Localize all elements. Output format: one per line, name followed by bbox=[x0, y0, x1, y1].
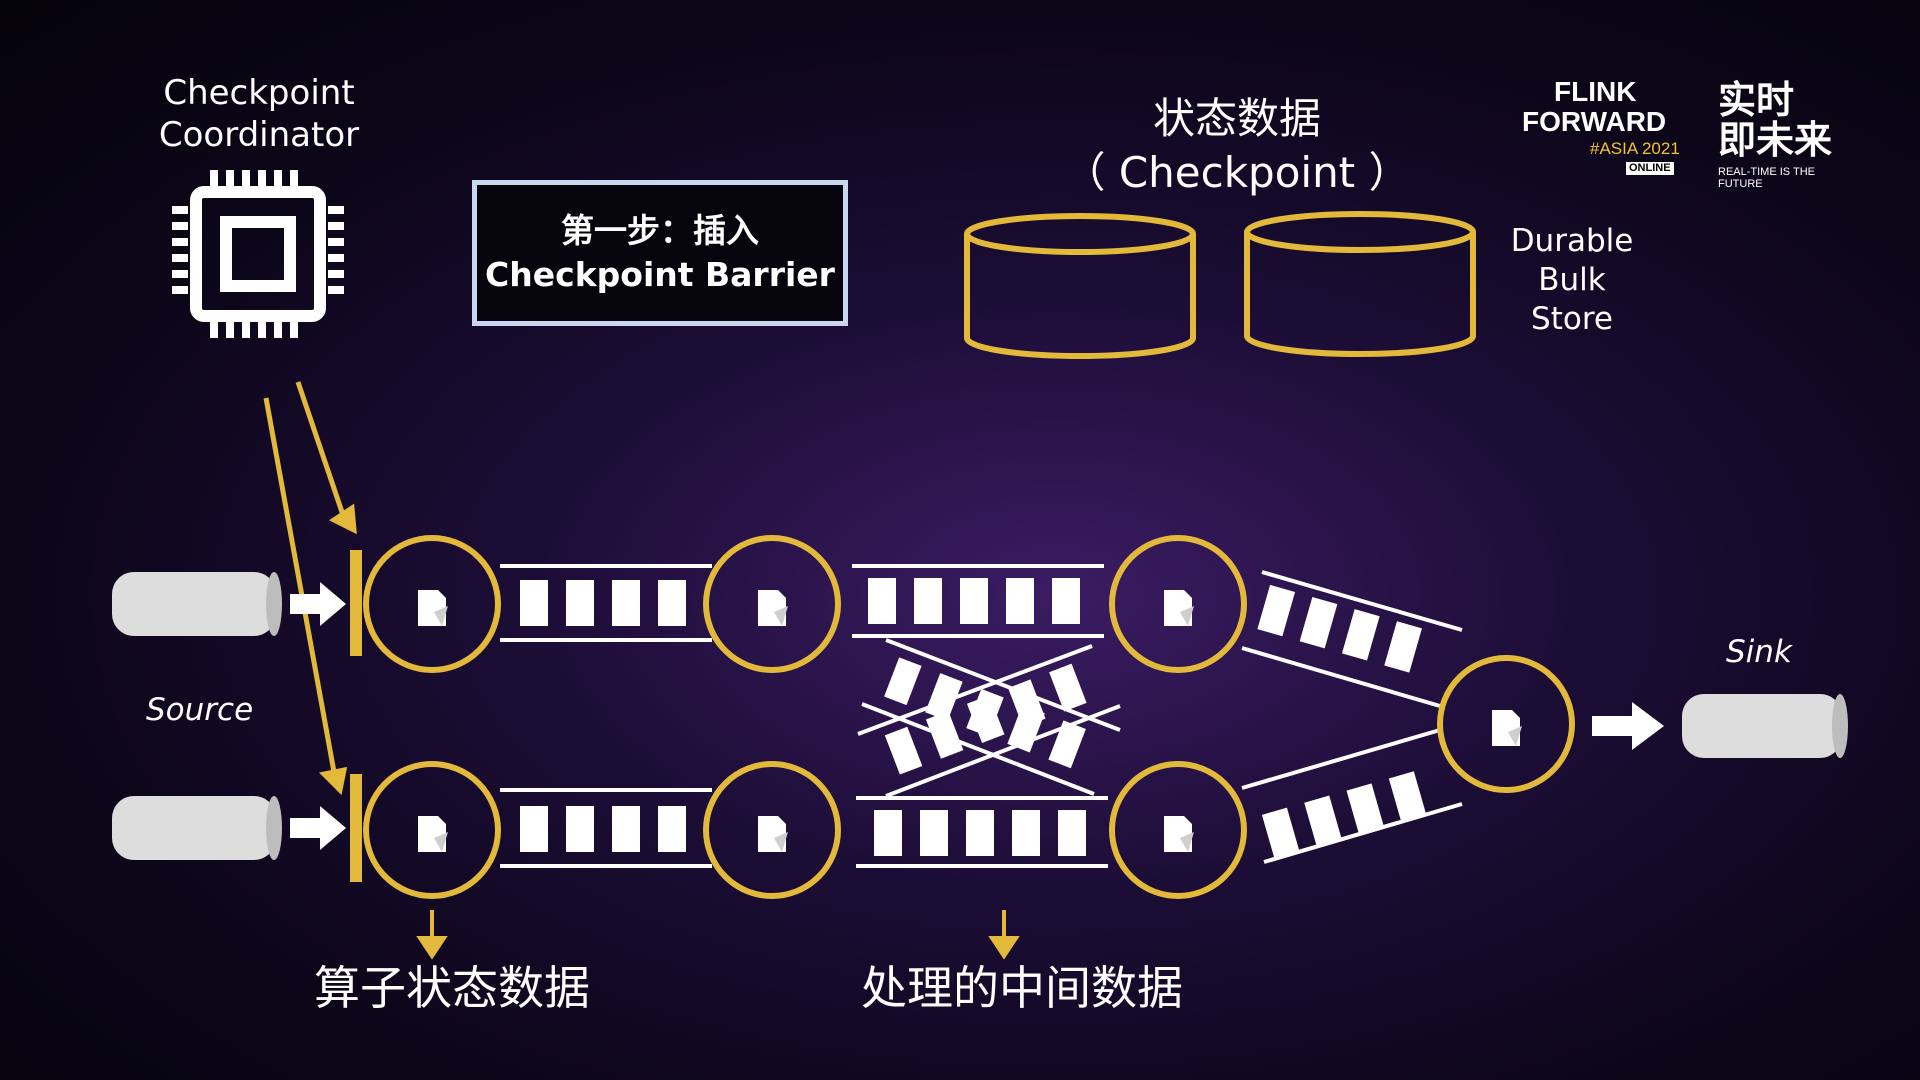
source-label: Source bbox=[146, 692, 254, 728]
source-top bbox=[112, 572, 282, 636]
channel-to-sink-bottom bbox=[1241, 728, 1463, 864]
intermediate-data-label: 处理的中间数据 bbox=[861, 961, 1183, 1015]
state-title-line1: 状态数据 bbox=[1152, 94, 1322, 143]
store-label: Durable Bulk Store bbox=[1511, 222, 1634, 339]
barrier-top bbox=[350, 550, 362, 656]
storage-cylinder-1 bbox=[964, 213, 1196, 359]
coordinator-title-line2: Coordinator bbox=[158, 115, 360, 155]
sink-arrow bbox=[1592, 702, 1664, 750]
store-label-line1: Durable bbox=[1510, 223, 1634, 259]
store-label-line3: Store bbox=[1531, 301, 1613, 337]
channel-cross-up bbox=[857, 644, 1121, 798]
sink-label: Sink bbox=[1726, 634, 1792, 670]
logo-line3: #ASIA 2021 bbox=[1590, 139, 1680, 158]
channel-2 bbox=[500, 788, 712, 868]
flink-forward-logo: FLINK FORWARD #ASIA 2021 ONLINE 实时 即未来 R… bbox=[1518, 70, 1838, 191]
operator-window-bottom bbox=[1109, 761, 1247, 899]
logo-line1: FLINK bbox=[1554, 76, 1637, 107]
source-arrows bbox=[290, 582, 346, 850]
operator-source-top bbox=[363, 535, 501, 673]
operator-map-top bbox=[703, 535, 841, 673]
barrier-bottom bbox=[350, 774, 362, 882]
operator-sink bbox=[1437, 655, 1575, 793]
channel-4 bbox=[856, 796, 1108, 868]
chip-icon bbox=[172, 170, 344, 338]
coordinator-title-line1: Checkpoint bbox=[163, 73, 355, 113]
logo-slogan: 实时 即未来 bbox=[1718, 80, 1838, 160]
down-arrows bbox=[416, 910, 1020, 960]
coordinator-title: Checkpoint Coordinator bbox=[159, 72, 359, 156]
logo-slogan-line1: 实时 bbox=[1718, 78, 1795, 122]
channel-to-sink-top bbox=[1241, 570, 1463, 708]
state-title-line2: （ Checkpoint ） bbox=[1063, 148, 1411, 197]
step-line1: 第一步：插入 bbox=[561, 211, 759, 250]
operator-source-bottom bbox=[363, 761, 501, 899]
logo-line2: FORWARD bbox=[1522, 106, 1667, 137]
state-title: 状态数据 （ Checkpoint ） bbox=[1063, 92, 1410, 200]
operator-state-label: 算子状态数据 bbox=[314, 961, 590, 1015]
source-bottom bbox=[112, 796, 282, 860]
operator-window-top bbox=[1109, 535, 1247, 673]
channel-3 bbox=[852, 564, 1104, 638]
step-box: 第一步：插入 Checkpoint Barrier bbox=[472, 180, 848, 326]
logo-badge: ONLINE bbox=[1626, 162, 1674, 175]
operator-map-bottom bbox=[703, 761, 841, 899]
channel-1 bbox=[500, 564, 712, 642]
logo-slogan-line2: 即未来 bbox=[1718, 118, 1833, 162]
sink bbox=[1682, 694, 1848, 758]
step-line2: Checkpoint Barrier bbox=[485, 255, 835, 294]
store-label-line2: Bulk bbox=[1538, 262, 1606, 298]
coordinator-arrows bbox=[263, 381, 357, 796]
logo-slogan-en: REAL-TIME IS THE FUTURE bbox=[1718, 166, 1815, 190]
storage-cylinder-2 bbox=[1244, 211, 1476, 357]
